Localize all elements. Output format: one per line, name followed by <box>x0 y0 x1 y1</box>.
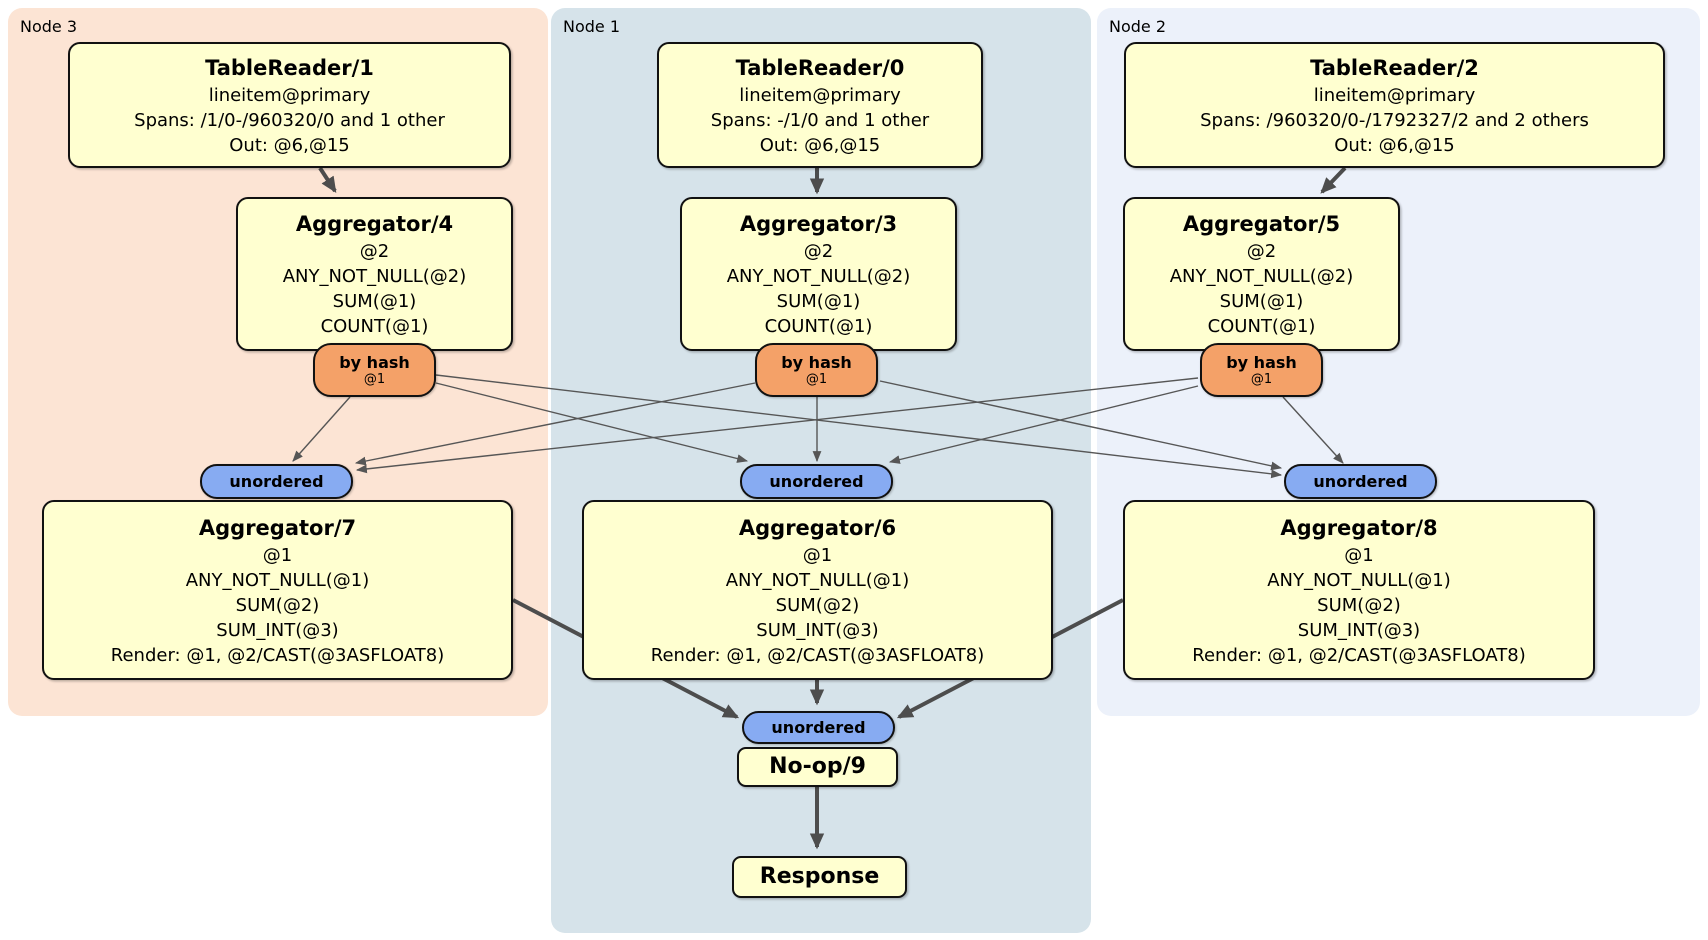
node-noop-9: No-op/9 <box>737 747 898 787</box>
node-detail: SUM_INT(@3) <box>216 619 339 641</box>
node-detail: SUM(@1) <box>332 291 417 312</box>
node-detail: lineitem@primary <box>1313 84 1476 106</box>
node-tablereader-1: TableReader/1 lineitem@primary Spans: /1… <box>68 42 511 168</box>
node-detail: Render: @1, @2/CAST(@3ASFLOAT8) <box>1192 644 1526 666</box>
node-response: Response <box>732 856 907 898</box>
node-title: Aggregator/6 <box>738 515 897 540</box>
router-label: by hash <box>781 352 852 372</box>
node-detail: @1 <box>802 544 833 566</box>
node-aggregator-7: Aggregator/7 @1 ANY_NOT_NULL(@1) SUM(@2)… <box>42 500 513 680</box>
node-tablereader-2: TableReader/2 lineitem@primary Spans: /9… <box>1124 42 1665 168</box>
edge-hash3-unordered8 <box>879 380 1283 471</box>
node-detail: ANY_NOT_NULL(@2) <box>1169 266 1354 287</box>
node-detail: lineitem@primary <box>208 84 371 106</box>
node-title: Aggregator/4 <box>295 212 454 236</box>
node-title: Aggregator/7 <box>198 515 357 540</box>
node-tablereader-0: TableReader/0 lineitem@primary Spans: -/… <box>657 42 983 168</box>
node-detail: lineitem@primary <box>739 84 901 106</box>
node-detail: @2 <box>803 241 834 262</box>
node-detail: Spans: /960320/0-/1792327/2 and 2 others <box>1200 109 1589 131</box>
region-node-1-label: Node 1 <box>563 17 621 36</box>
node-detail: ANY_NOT_NULL(@2) <box>726 266 911 287</box>
node-detail: SUM_INT(@3) <box>1297 619 1421 641</box>
node-detail: Spans: /1/0-/960320/0 and 1 other <box>134 109 445 131</box>
stream-unordered-agg6: unordered <box>740 464 893 499</box>
node-title: No-op/9 <box>769 754 866 779</box>
node-title: TableReader/1 <box>205 55 374 80</box>
router-by-hash-agg3: by hash @1 <box>755 343 878 397</box>
node-detail: Out: @6,@15 <box>229 134 350 156</box>
node-title: TableReader/2 <box>1310 55 1479 80</box>
router-key: @1 <box>805 371 828 387</box>
edge-hash4-unordered8 <box>435 374 1283 479</box>
stream-label: unordered <box>771 718 866 737</box>
router-key: @1 <box>1250 371 1273 387</box>
node-detail: Render: @1, @2/CAST(@3ASFLOAT8) <box>110 644 445 666</box>
node-detail: @1 <box>262 544 293 566</box>
router-key: @1 <box>363 371 386 387</box>
router-by-hash-agg4: by hash @1 <box>313 343 436 397</box>
stream-unordered-agg8: unordered <box>1284 464 1437 499</box>
node-detail: Out: @6,@15 <box>759 134 881 156</box>
node-aggregator-3: Aggregator/3 @2 ANY_NOT_NULL(@2) SUM(@1)… <box>680 197 957 351</box>
node-detail: SUM_INT(@3) <box>756 619 879 641</box>
region-node-3-label: Node 3 <box>20 17 78 36</box>
node-aggregator-4: Aggregator/4 @2 ANY_NOT_NULL(@2) SUM(@1)… <box>236 197 513 351</box>
node-detail: SUM(@2) <box>235 594 320 616</box>
edge-hash4-unordered6 <box>435 382 749 463</box>
router-by-hash-agg5: by hash @1 <box>1200 343 1323 397</box>
edge-hash5-unordered8 <box>1282 396 1344 464</box>
edge-hash5-unordered7 <box>355 377 1199 474</box>
node-detail: COUNT(@1) <box>320 316 429 337</box>
node-detail: @2 <box>359 241 390 262</box>
router-label: by hash <box>1226 352 1297 372</box>
node-detail: Render: @1, @2/CAST(@3ASFLOAT8) <box>650 644 985 666</box>
node-title: Response <box>759 864 880 889</box>
node-detail: ANY_NOT_NULL(@2) <box>282 266 467 287</box>
stream-label: unordered <box>229 472 324 491</box>
node-detail: ANY_NOT_NULL(@1) <box>185 569 370 591</box>
node-detail: SUM(@1) <box>1219 291 1304 312</box>
edge-hash3-unordered7 <box>354 382 756 466</box>
node-title: Aggregator/8 <box>1280 515 1438 540</box>
node-detail: SUM(@1) <box>776 291 861 312</box>
node-detail: Spans: -/1/0 and 1 other <box>710 109 930 131</box>
node-detail: SUM(@2) <box>1317 594 1401 616</box>
node-detail: ANY_NOT_NULL(@1) <box>1267 569 1451 591</box>
stream-label: unordered <box>769 472 864 491</box>
node-detail: Out: @6,@15 <box>1334 134 1455 156</box>
stream-unordered-agg7: unordered <box>200 464 353 499</box>
node-title: Aggregator/3 <box>739 212 898 236</box>
stream-label: unordered <box>1313 472 1408 491</box>
node-detail: SUM(@2) <box>775 594 860 616</box>
node-title: Aggregator/5 <box>1182 212 1341 236</box>
edge-hash5-unordered6 <box>888 385 1199 464</box>
node-title: TableReader/0 <box>735 55 905 80</box>
edge-tr1-agg4 <box>318 166 337 194</box>
edge-tr2-agg5 <box>1320 166 1347 194</box>
node-detail: COUNT(@1) <box>1207 316 1316 337</box>
router-label: by hash <box>339 352 410 372</box>
edge-hash4-unordered7 <box>292 396 351 462</box>
node-detail: @2 <box>1246 241 1277 262</box>
region-node-2-label: Node 2 <box>1109 17 1167 36</box>
stream-unordered-noop: unordered <box>742 711 895 744</box>
node-aggregator-8: Aggregator/8 @1 ANY_NOT_NULL(@1) SUM(@2)… <box>1123 500 1595 680</box>
node-detail: ANY_NOT_NULL(@1) <box>725 569 910 591</box>
node-detail: COUNT(@1) <box>764 316 873 337</box>
node-aggregator-6: Aggregator/6 @1 ANY_NOT_NULL(@1) SUM(@2)… <box>582 500 1053 680</box>
node-detail: @1 <box>1344 544 1374 566</box>
node-aggregator-5: Aggregator/5 @2 ANY_NOT_NULL(@2) SUM(@1)… <box>1123 197 1400 351</box>
